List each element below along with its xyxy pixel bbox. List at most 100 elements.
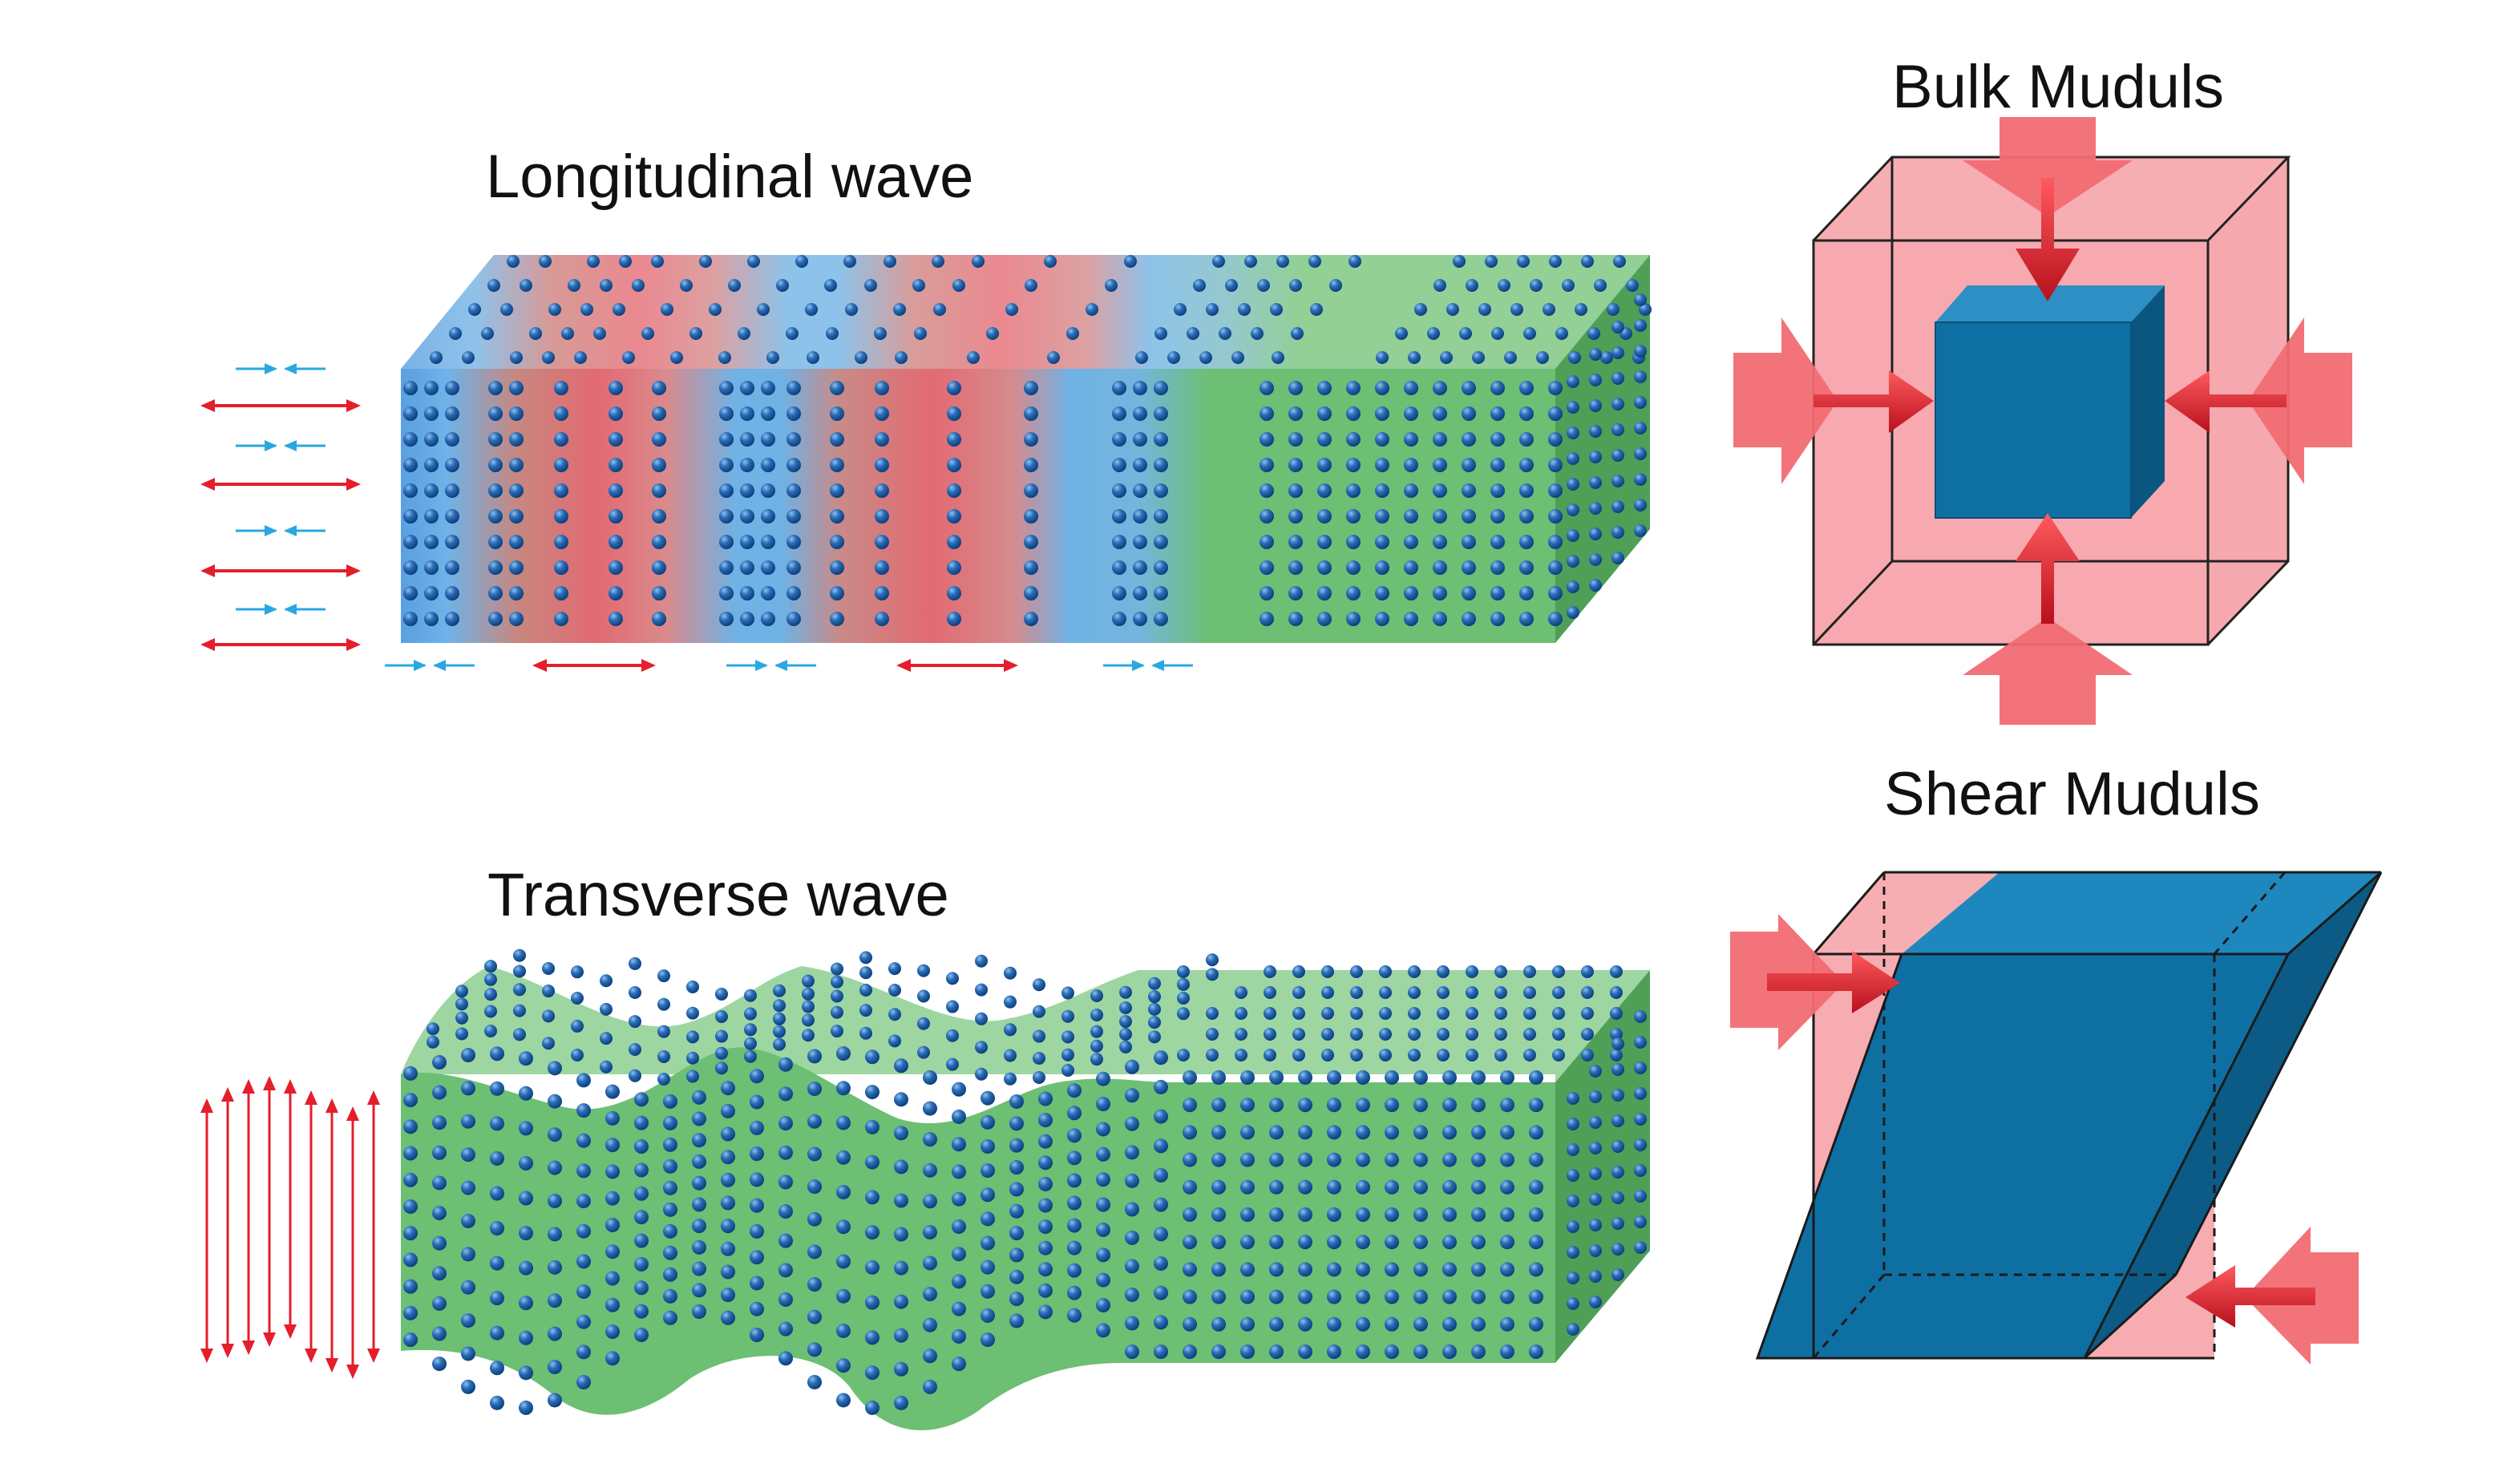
compress-arrow-icon [433,660,446,671]
atom [952,1164,966,1179]
vertical-double-arrow-icon [221,1344,234,1358]
atom [1240,1316,1255,1332]
atom [1133,509,1147,524]
atom [952,1082,966,1097]
atom [972,255,985,268]
atom [1067,1195,1082,1211]
atom [923,1132,937,1147]
atom [830,560,844,575]
atom [548,1127,562,1142]
atom [1346,586,1361,600]
atom [1500,1125,1514,1140]
atom [1519,406,1534,421]
atom [539,255,552,268]
atom [1462,406,1476,421]
vertical-double-arrow-icon [263,1076,276,1090]
atom [632,279,645,292]
atom [605,1351,620,1366]
atom [1375,381,1389,395]
atom [750,1328,764,1343]
atom [1529,1152,1543,1167]
atom [894,1058,908,1074]
atom [1346,612,1361,626]
atom [933,303,946,316]
atom [576,1133,591,1148]
atom [1575,303,1587,316]
atom [403,1226,418,1241]
atom [507,255,520,268]
atom [576,1073,591,1088]
atom [786,406,801,421]
atom [1211,1125,1226,1140]
atom [1288,586,1303,600]
atom [1453,255,1466,268]
atom [836,1219,851,1235]
atom [1548,612,1563,626]
atom [488,406,503,421]
atom [424,509,439,524]
atom [1385,1235,1399,1250]
atom [1154,1315,1168,1330]
atom [1288,432,1303,447]
atom [875,458,889,472]
atom [1471,1262,1486,1277]
atom [652,458,666,472]
atom [830,381,844,395]
atom [1581,255,1594,268]
atom [721,1172,735,1187]
atom [875,586,889,600]
atom [1317,586,1332,600]
atom [744,989,757,1002]
atom [831,989,843,1003]
atom [894,1159,908,1175]
atom [1183,1125,1197,1140]
atom [1183,1098,1197,1113]
atom [1567,1297,1579,1310]
atom [548,1260,562,1275]
atom [1581,965,1594,978]
atom [484,1025,497,1038]
atom [670,351,683,364]
atom [1133,560,1147,575]
atom [686,1070,699,1083]
atom [488,458,503,472]
atom [1442,1125,1457,1140]
atom [1529,1098,1543,1113]
atom [1379,1049,1392,1061]
atom [923,1256,937,1271]
atom [490,1395,504,1410]
atom [1038,1240,1053,1256]
atom [1288,458,1303,472]
atom [1471,1098,1486,1113]
atom [661,303,673,316]
atom [1634,473,1647,486]
atom [807,1309,822,1324]
atom [1211,1207,1226,1222]
atom [1600,351,1613,364]
atom [576,1254,591,1269]
atom [1112,509,1126,524]
double-arrow-icon [200,638,215,651]
vertical-double-arrow-icon [367,1090,380,1105]
atom [894,1227,908,1242]
atom [1125,1344,1139,1359]
atom [652,381,666,395]
atom [1589,1193,1602,1206]
atom [952,279,965,292]
atom [1346,381,1361,395]
atom [1494,986,1507,999]
atom [1356,1344,1370,1359]
atom [445,406,459,421]
atom [975,1041,988,1054]
atom [1589,502,1602,515]
atom [981,1114,995,1130]
atom [634,1139,649,1154]
atom [761,432,775,447]
atom [1009,1182,1024,1197]
atom [836,1254,851,1269]
atom [1567,503,1579,516]
longitudinal-front-face [401,369,1555,643]
atom [1494,1028,1507,1041]
atom [1321,965,1334,978]
atom [554,406,568,421]
